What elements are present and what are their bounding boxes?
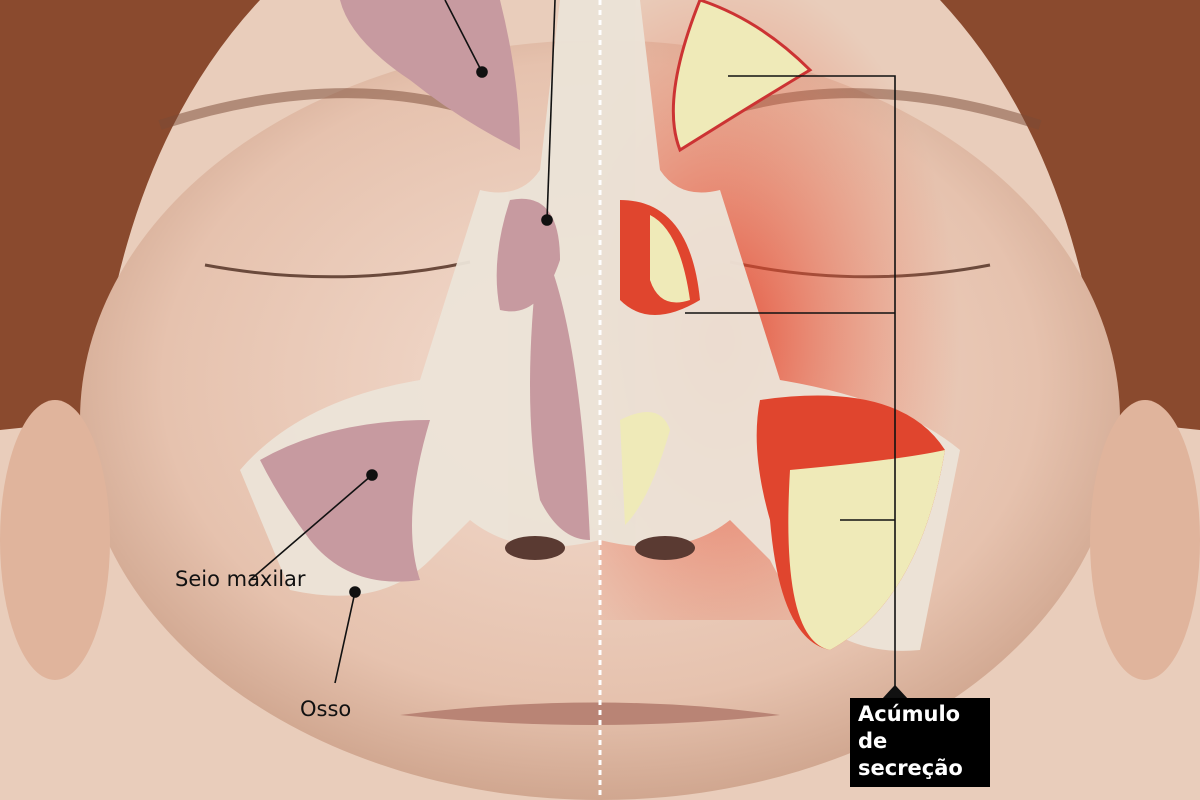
inflamed-sinuses	[620, 0, 945, 650]
leader-lines	[249, 0, 908, 699]
label-secretion-accumulation: Acúmulo de secreção	[850, 698, 990, 787]
ears	[0, 400, 1200, 680]
label-bone: Osso	[300, 697, 352, 721]
hair	[0, 0, 1200, 430]
label-maxillary-sinus: Seio maxilar	[175, 567, 306, 591]
healthy-sinuses	[260, 0, 590, 582]
mouth	[400, 702, 780, 725]
nose	[505, 536, 695, 560]
